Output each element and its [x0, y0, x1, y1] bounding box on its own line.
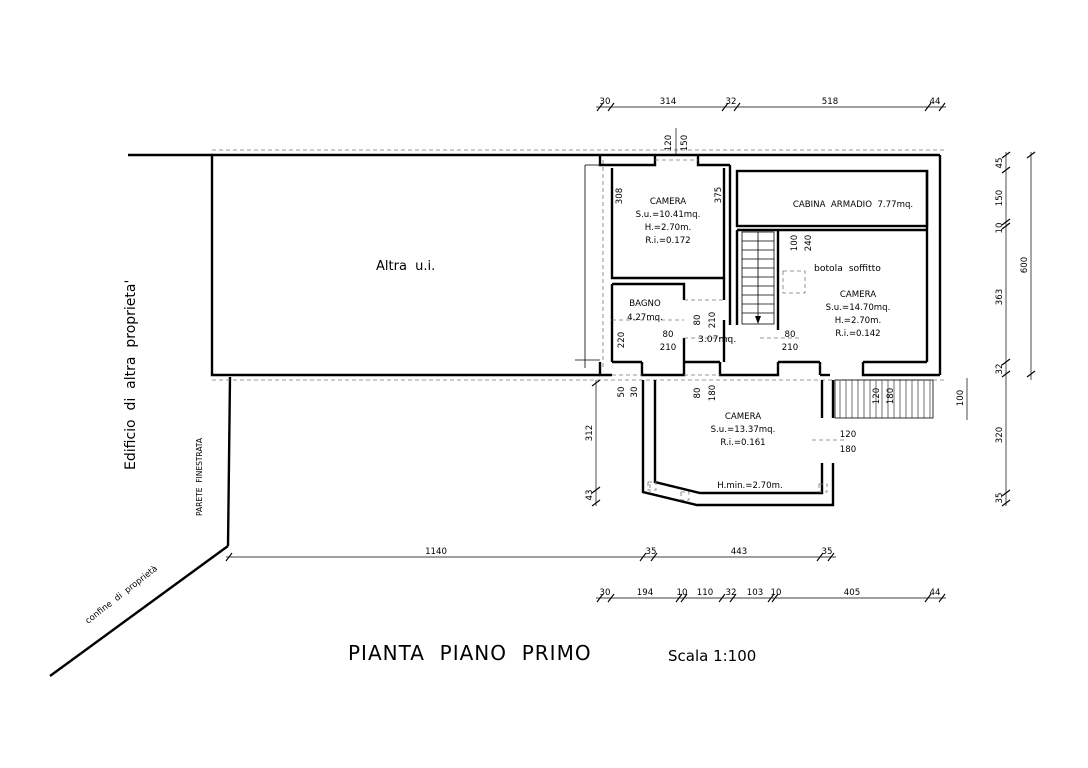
dim-r-1: 150	[995, 190, 1005, 206]
dim-balc-0: 120	[872, 388, 882, 404]
dim-c2-door-0: 80	[785, 330, 796, 340]
parete-label: PARETE FINESTRATA	[195, 437, 204, 516]
dim-rl-2: 35	[995, 493, 1005, 504]
unit-walls	[598, 153, 942, 377]
camera1-h: H.=2.70m.	[645, 223, 691, 233]
drawing-scale: Scala 1:100	[668, 647, 756, 665]
dim-b-3: 110	[697, 588, 713, 598]
property-lines	[49, 149, 945, 677]
dim-c3win-1: 180	[840, 445, 856, 455]
dimension-texts: 30 314 32 518 44 120 150 1140 35 443 35 …	[425, 97, 1030, 598]
dim-ll-0: 312	[585, 425, 595, 441]
camera1-name: CAMERA	[650, 197, 686, 207]
dim-corr-1: 210	[708, 312, 718, 328]
dim-r-4: 32	[995, 364, 1005, 375]
dim-stair-0: 100	[790, 235, 800, 251]
drawing-title: PIANTA PIANO PRIMO	[348, 641, 592, 665]
camera2-su: S.u.=14.70mq.	[826, 303, 891, 313]
dim-ld-3: 180	[708, 385, 718, 401]
camera3-hmin: H.min.=2.70m.	[717, 481, 782, 491]
dim-b-1: 194	[637, 588, 653, 598]
dim-rl-0: 100	[956, 390, 966, 406]
dim-b-0: 30	[600, 588, 611, 598]
camera3-name: CAMERA	[725, 412, 761, 422]
dim-win-top-0: 120	[664, 135, 674, 151]
bagno-name: BAGNO	[629, 299, 661, 309]
dim-bm-0: 1140	[425, 547, 447, 557]
dim-stair-1: 240	[804, 235, 814, 251]
ceiling-hatch	[782, 270, 806, 294]
corridor-area-label: 3.07mq.	[698, 334, 736, 345]
dim-b-2: 10	[677, 588, 688, 598]
balcony	[834, 379, 934, 419]
camera2-ri: R.i.=0.142	[835, 329, 880, 339]
dim-ld-1: 30	[630, 387, 640, 398]
camera3-ri: R.i.=0.161	[720, 438, 765, 448]
camera3-su: S.u.=13.37mq.	[711, 425, 776, 435]
altra-ui-label: Altra u.i.	[376, 259, 435, 274]
dim-top-0: 30	[600, 97, 611, 107]
dim-bagno-door-1: 210	[660, 343, 676, 353]
dim-b-8: 44	[930, 588, 941, 598]
dim-balc-1: 180	[886, 388, 896, 404]
dim-corr-0: 80	[693, 315, 703, 326]
dim-rl-1: 320	[995, 427, 1005, 443]
dimension-lines	[225, 102, 1036, 603]
bagno-su: 4.27mq.	[627, 313, 663, 323]
dim-bagno-door-0: 80	[663, 330, 674, 340]
dim-b-5: 103	[747, 588, 763, 598]
dim-ld-0: 50	[617, 387, 627, 398]
camera2-h: H.=2.70m.	[835, 316, 881, 326]
dim-bm-3: 35	[822, 547, 833, 557]
camera1-su: S.u.=10.41mq.	[636, 210, 701, 220]
dim-bm-2: 443	[731, 547, 747, 557]
dim-camera1-h: 308	[615, 188, 625, 204]
dim-top-2: 32	[726, 97, 737, 107]
staircase	[741, 231, 775, 325]
dim-ll-1: 43	[585, 490, 595, 501]
dim-top-3: 518	[822, 97, 838, 107]
confine-label: confine di proprietà	[84, 564, 160, 627]
lower-camera-walls	[641, 380, 845, 507]
dim-r-2: 10	[995, 223, 1005, 234]
altra-ui-unit	[210, 153, 604, 377]
dim-r-0: 45	[995, 158, 1005, 169]
dim-win-top-1: 150	[680, 135, 690, 151]
dim-door-bagno-v: 220	[617, 332, 627, 348]
dim-b-7: 405	[844, 588, 860, 598]
botola-label: botola soffitto	[814, 263, 881, 274]
dim-top-4: 44	[930, 97, 941, 107]
dim-b-4: 32	[726, 588, 737, 598]
camera1-ri: R.i.=0.172	[645, 236, 690, 246]
dim-camera1-inner: 375	[714, 187, 724, 203]
door-markers	[612, 159, 800, 376]
dim-bm-1: 35	[646, 547, 657, 557]
camera2-name: CAMERA	[840, 290, 876, 300]
dim-ld-2: 80	[693, 388, 703, 399]
cabina-name: CABINA ARMADIO 7.77mq.	[793, 200, 913, 210]
dim-c3win-0: 120	[840, 430, 856, 440]
dim-r-3: 363	[995, 289, 1005, 305]
dim-c2-door-1: 210	[782, 343, 798, 353]
edificio-label: Edificio di altra proprieta'	[123, 280, 139, 470]
dim-r-total: 600	[1020, 257, 1030, 273]
dim-b-6: 10	[771, 588, 782, 598]
dim-top-1: 314	[660, 97, 676, 107]
